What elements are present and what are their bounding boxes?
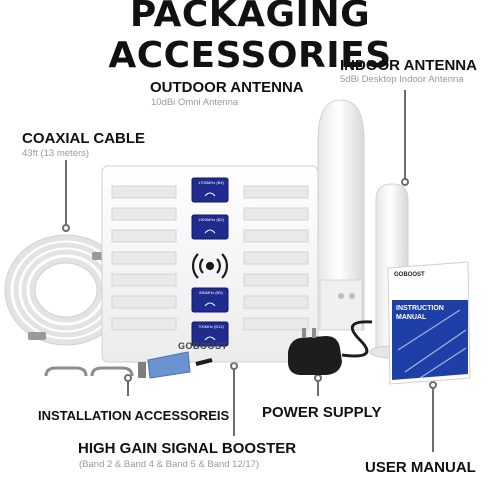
signal-icon xyxy=(191,253,229,279)
booster-label: HIGH GAIN SIGNAL BOOSTER xyxy=(78,440,297,457)
booster-subtitle: (Band 2 & Band 4 & Band 5 & Band 12/17) xyxy=(79,459,260,470)
coaxial-cable-label: COAXIAL CABLE xyxy=(22,130,146,147)
mounting-bracket-image xyxy=(138,351,213,379)
user-manual-image xyxy=(387,261,471,385)
power-supply-label: POWER SUPPLY xyxy=(262,404,382,421)
power-supply-image xyxy=(288,320,373,375)
indoor-antenna-subtitle: 5dBi Desktop Indoor Antenna xyxy=(340,74,464,85)
band-label-2: 1900MHz (B2) xyxy=(198,217,224,222)
indoor-antenna-label: INDOOR ANTENNA xyxy=(340,57,477,74)
outdoor-antenna-label: OUTDOOR ANTENNA xyxy=(150,79,304,96)
manual-title: INSTRUCTION MANUAL xyxy=(396,305,444,321)
installation-accessories-image xyxy=(44,366,134,377)
signal-booster-image xyxy=(101,165,319,363)
installation-accessories-label: INSTALLATION ACCESSOREIS xyxy=(38,408,230,423)
coaxial-cable-subtitle: 43ft (13 meters) xyxy=(22,148,90,159)
outdoor-antenna-image xyxy=(317,99,365,331)
manual-brand: GOBOOST xyxy=(394,272,425,278)
booster-brand: GOBOOST xyxy=(178,341,228,351)
band-label-4: 700MHz (B12) xyxy=(198,324,224,329)
outdoor-antenna-subtitle: 10dBi Omni Antenna xyxy=(151,97,239,108)
page-title: PACKAGING ACCESSORIES xyxy=(108,0,392,76)
band-label-3: 850MHz (B5) xyxy=(199,290,223,295)
band-label-1: 1700MHz (B4) xyxy=(198,180,224,185)
user-manual-label: USER MANUAL xyxy=(365,459,476,476)
